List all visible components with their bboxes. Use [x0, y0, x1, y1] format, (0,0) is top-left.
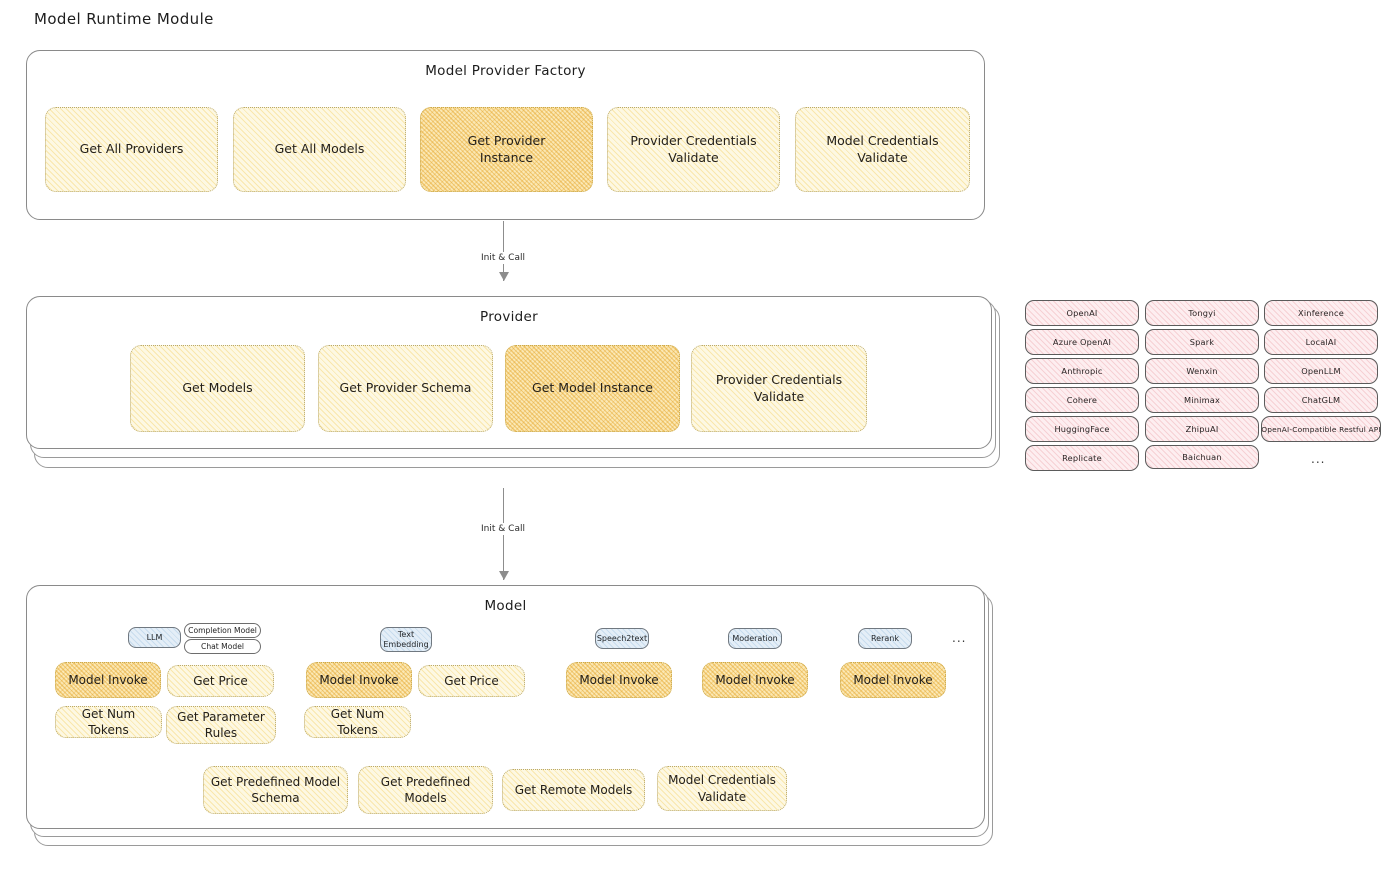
model-shared-box-get-remote-models[interactable]: Get Remote Models [502, 769, 645, 811]
connector-1-label: Init & Call [477, 252, 529, 264]
provider-chip-wenxin[interactable]: Wenxin [1145, 358, 1259, 384]
model-badge-moderation[interactable]: Moderation [728, 628, 782, 649]
provider-box-get-models[interactable]: Get Models [130, 345, 305, 432]
provider-chip-zhipuai[interactable]: ZhipuAI [1145, 416, 1259, 442]
provider-chip-openai-compatible-restful-api[interactable]: OpenAI-Compatible Restful API [1261, 416, 1381, 442]
provider-chip-xinference[interactable]: Xinference [1264, 300, 1378, 326]
provider-box-get-provider-schema[interactable]: Get Provider Schema [318, 345, 493, 432]
provider-chip-localai[interactable]: LocalAI [1264, 329, 1378, 355]
text-embedding-box-model-invoke[interactable]: Model Invoke [306, 662, 412, 698]
llm-box-get-num-tokens[interactable]: Get Num Tokens [55, 706, 162, 738]
connector-2-label: Init & Call [477, 523, 529, 535]
provider-box-get-model-instance[interactable]: Get Model Instance [505, 345, 680, 432]
provider-chip-replicate[interactable]: Replicate [1025, 445, 1139, 471]
provider-chip-anthropic[interactable]: Anthropic [1025, 358, 1139, 384]
provider-chip-openai[interactable]: OpenAI [1025, 300, 1139, 326]
moderation-box-model-invoke[interactable]: Model Invoke [702, 662, 808, 698]
speech2text-box-model-invoke[interactable]: Model Invoke [566, 662, 672, 698]
provider-list-ellipsis: ... [1311, 452, 1326, 466]
factory-box-get-all-models[interactable]: Get All Models [233, 107, 406, 192]
llm-box-get-price[interactable]: Get Price [167, 665, 274, 697]
provider-chip-chatglm[interactable]: ChatGLM [1264, 387, 1378, 413]
provider-chip-minimax[interactable]: Minimax [1145, 387, 1259, 413]
model-sub-badge-chat-model[interactable]: Chat Model [184, 639, 261, 654]
model-groups-ellipsis: ... [952, 631, 967, 645]
page-title: Model Runtime Module [34, 10, 214, 28]
provider-chip-openllm[interactable]: OpenLLM [1264, 358, 1378, 384]
factory-box-get-all-providers[interactable]: Get All Providers [45, 107, 218, 192]
model-badge-llm[interactable]: LLM [128, 627, 181, 648]
model-provider-factory-title: Model Provider Factory [425, 63, 586, 79]
provider-chip-baichuan[interactable]: Baichuan [1145, 445, 1259, 469]
text-embedding-box-get-price[interactable]: Get Price [418, 665, 525, 697]
model-badge-speech2text[interactable]: Speech2text [595, 628, 649, 649]
provider-chip-tongyi[interactable]: Tongyi [1145, 300, 1259, 326]
provider-chip-azure-openai[interactable]: Azure OpenAI [1025, 329, 1139, 355]
provider-chip-cohere[interactable]: Cohere [1025, 387, 1139, 413]
provider-chip-huggingface[interactable]: HuggingFace [1025, 416, 1139, 442]
model-sub-badge-completion-model[interactable]: Completion Model [184, 623, 261, 638]
text-embedding-box-get-num-tokens[interactable]: Get Num Tokens [304, 706, 411, 738]
rerank-box-model-invoke[interactable]: Model Invoke [840, 662, 946, 698]
provider-chip-spark[interactable]: Spark [1145, 329, 1259, 355]
model-panel-title: Model [484, 598, 527, 614]
provider-panel-title: Provider [480, 309, 538, 325]
model-badge-rerank[interactable]: Rerank [858, 628, 912, 649]
llm-box-model-invoke[interactable]: Model Invoke [55, 662, 161, 698]
